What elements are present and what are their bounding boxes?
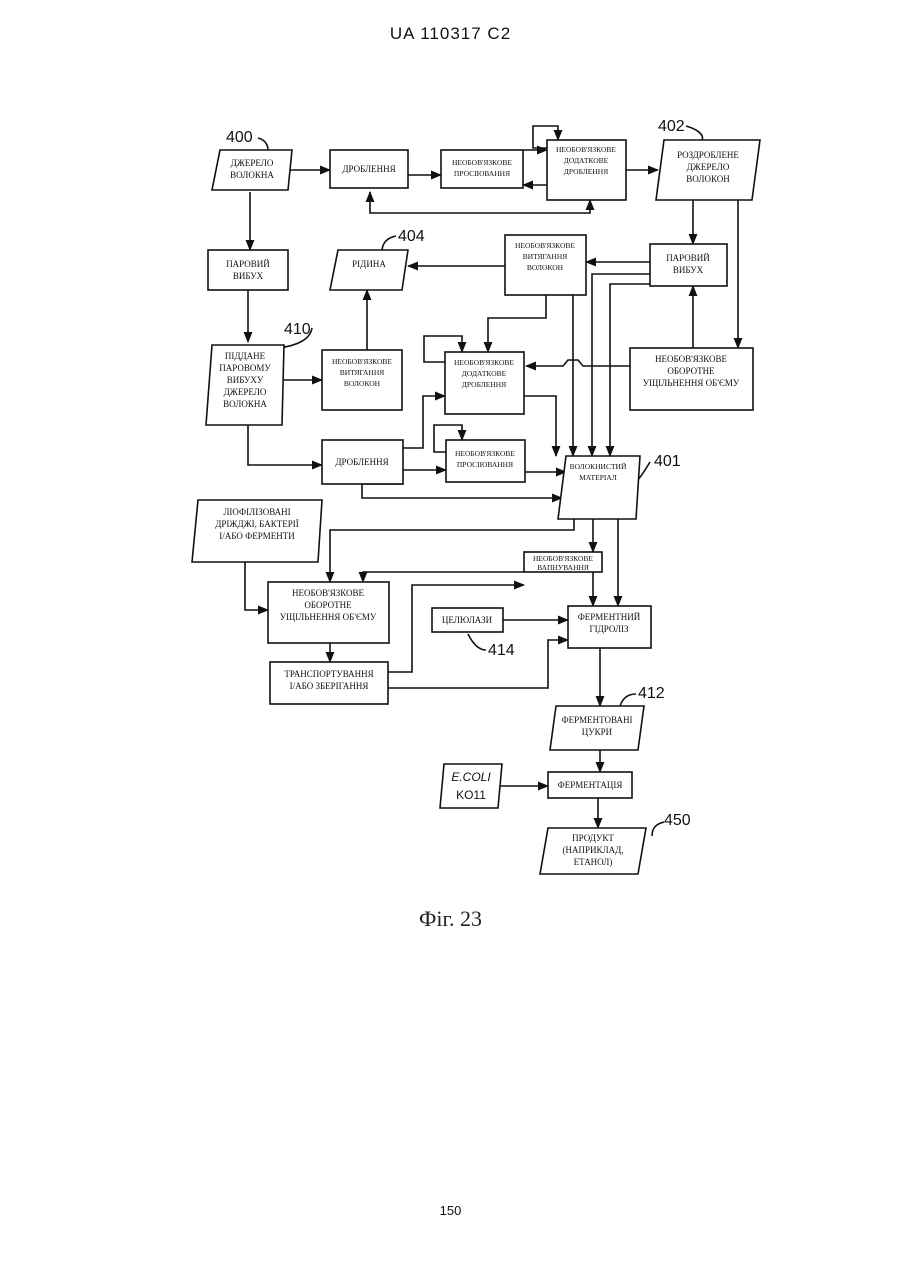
svg-text:ЕТАНОЛ): ЕТАНОЛ) <box>574 857 613 867</box>
svg-text:УЩІЛЬНЕННЯ ОБ'ЄМУ: УЩІЛЬНЕННЯ ОБ'ЄМУ <box>280 612 377 622</box>
ref-402: 402 <box>658 118 685 135</box>
node-steam-explosion-2: ПАРОВИЙ ВИБУХ <box>650 244 727 286</box>
svg-text:НЕОБОВ'ЯЗКОВЕ: НЕОБОВ'ЯЗКОВЕ <box>452 158 512 167</box>
svg-text:ДЖЕРЕЛО: ДЖЕРЕЛО <box>231 158 274 168</box>
node-optional-fiber-extraction-1: НЕОБОВ'ЯЗКОВЕ ВИТЯГАННЯ ВОЛОКОН <box>505 235 586 295</box>
svg-text:E.COLI: E.COLI <box>451 770 491 784</box>
svg-text:ВИБУХУ: ВИБУХУ <box>227 375 264 385</box>
svg-text:ВИТЯГАННЯ: ВИТЯГАННЯ <box>340 368 385 377</box>
figure-caption: Фіг. 23 <box>0 906 901 932</box>
node-transport-storage: ТРАНСПОРТУВАННЯ І/АБО ЗБЕРІГАННЯ <box>270 662 388 704</box>
ref-400: 400 <box>226 129 253 146</box>
svg-text:ДОДАТКОВЕ: ДОДАТКОВЕ <box>564 156 609 165</box>
svg-text:ДРОБЛЕННЯ: ДРОБЛЕННЯ <box>335 457 388 467</box>
ref-450: 450 <box>664 812 691 829</box>
svg-text:НЕОБОВ'ЯЗКОВЕ: НЕОБОВ'ЯЗКОВЕ <box>533 554 593 563</box>
svg-text:ФЕРМЕНТАЦІЯ: ФЕРМЕНТАЦІЯ <box>558 780 623 790</box>
svg-text:ЦУКРИ: ЦУКРИ <box>582 727 613 737</box>
ref-410: 410 <box>284 321 311 338</box>
node-steam-exploded-fiber-source: ПІДДАНЕ ПАРОВОМУ ВИБУХУ ДЖЕРЕЛО ВОЛОКНА <box>206 345 284 425</box>
node-milling-1: ДРОБЛЕННЯ <box>330 150 408 188</box>
svg-text:ДЖЕРЕЛО: ДЖЕРЕЛО <box>687 162 730 172</box>
ref-404: 404 <box>398 228 425 245</box>
svg-text:ВИБУХ: ВИБУХ <box>673 265 704 275</box>
svg-text:ОБОРОТНЕ: ОБОРОТНЕ <box>667 366 715 376</box>
svg-text:ВОЛОКНА: ВОЛОКНА <box>230 170 274 180</box>
node-lyophilized-agents: ЛІОФІЛІЗОВАНІ ДРІЖДЖІ, БАКТЕРІЇ І/АБО ФЕ… <box>192 500 322 562</box>
svg-text:НЕОБОВ'ЯЗКОВЕ: НЕОБОВ'ЯЗКОВЕ <box>292 588 365 598</box>
svg-text:ПРОСІЮВАННЯ: ПРОСІЮВАННЯ <box>454 169 510 178</box>
svg-text:ДРОБЛЕННЯ: ДРОБЛЕННЯ <box>462 380 506 389</box>
svg-text:ВОЛОКНИСТИЙ: ВОЛОКНИСТИЙ <box>570 462 627 471</box>
svg-text:ВИБУХ: ВИБУХ <box>233 271 264 281</box>
node-ecoli-ko11: E.COLI KO11 <box>440 764 502 808</box>
svg-text:НЕОБОВ'ЯЗКОВЕ: НЕОБОВ'ЯЗКОВЕ <box>454 358 514 367</box>
node-optional-fiber-extraction-2: НЕОБОВ'ЯЗКОВЕ ВИТЯГАННЯ ВОЛОКОН <box>322 350 402 410</box>
node-optional-screening-1: НЕОБОВ'ЯЗКОВЕ ПРОСІЮВАННЯ <box>441 150 523 188</box>
svg-text:ВАПНУВАННЯ: ВАПНУВАННЯ <box>537 563 589 572</box>
svg-text:І/АБО ФЕРМЕНТИ: І/АБО ФЕРМЕНТИ <box>219 531 295 541</box>
node-optional-densification-2: НЕОБОВ'ЯЗКОВЕ ОБОРОТНЕ УЩІЛЬНЕННЯ ОБ'ЄМУ <box>268 582 389 643</box>
svg-text:НЕОБОВ'ЯЗКОВЕ: НЕОБОВ'ЯЗКОВЕ <box>556 145 616 154</box>
node-liquid: РІДИНА <box>330 250 408 290</box>
node-enzymatic-hydrolysis: ФЕРМЕНТНИЙ ГІДРОЛІЗ <box>568 606 651 648</box>
svg-text:(НАПРИКЛАД,: (НАПРИКЛАД, <box>563 845 624 855</box>
svg-text:ДРОБЛЕННЯ: ДРОБЛЕННЯ <box>564 167 608 176</box>
svg-text:НЕОБОВ'ЯЗКОВЕ: НЕОБОВ'ЯЗКОВЕ <box>515 241 575 250</box>
svg-text:ВИТЯГАННЯ: ВИТЯГАННЯ <box>523 252 568 261</box>
node-steam-explosion-1: ПАРОВИЙ ВИБУХ <box>208 250 288 290</box>
node-optional-liming: НЕОБОВ'ЯЗКОВЕ ВАПНУВАННЯ <box>524 552 602 572</box>
svg-text:ВОЛОКОН: ВОЛОКОН <box>344 379 381 388</box>
svg-text:ДРІЖДЖІ, БАКТЕРІЇ: ДРІЖДЖІ, БАКТЕРІЇ <box>215 519 298 529</box>
svg-text:ПАРОВИЙ: ПАРОВИЙ <box>666 253 710 263</box>
node-source: ДЖЕРЕЛО ВОЛОКНА <box>212 150 292 190</box>
node-optional-screening-2: НЕОБОВ'ЯЗКОВЕ ПРОСІЮВАННЯ <box>446 440 525 482</box>
svg-text:ТРАНСПОРТУВАННЯ: ТРАНСПОРТУВАННЯ <box>284 669 373 679</box>
ref-401: 401 <box>654 453 681 470</box>
svg-text:ФЕРМЕНТНИЙ: ФЕРМЕНТНИЙ <box>578 612 641 622</box>
svg-text:ДЖЕРЕЛО: ДЖЕРЕЛО <box>224 387 267 397</box>
node-fibrous-material: ВОЛОКНИСТИЙ МАТЕРІАЛ <box>558 456 640 519</box>
svg-text:ОБОРОТНЕ: ОБОРОТНЕ <box>304 600 352 610</box>
svg-text:ЛІОФІЛІЗОВАНІ: ЛІОФІЛІЗОВАНІ <box>223 507 290 517</box>
node-optional-densification-1: НЕОБОВ'ЯЗКОВЕ ОБОРОТНЕ УЩІЛЬНЕННЯ ОБ'ЄМУ <box>630 348 753 410</box>
node-fermentation: ФЕРМЕНТАЦІЯ <box>548 772 632 798</box>
svg-text:УЩІЛЬНЕННЯ ОБ'ЄМУ: УЩІЛЬНЕННЯ ОБ'ЄМУ <box>643 378 740 388</box>
svg-text:ЦЕЛЮЛАЗИ: ЦЕЛЮЛАЗИ <box>442 615 493 625</box>
svg-text:ФЕРМЕНТОВАНІ: ФЕРМЕНТОВАНІ <box>562 715 633 725</box>
node-fermentable-sugars: ФЕРМЕНТОВАНІ ЦУКРИ <box>550 706 644 750</box>
svg-text:НЕОБОВ'ЯЗКОВЕ: НЕОБОВ'ЯЗКОВЕ <box>332 357 392 366</box>
node-milled-fiber-source: РОЗДРОБЛЕНЕ ДЖЕРЕЛО ВОЛОКОН <box>656 140 760 200</box>
svg-text:МАТЕРІАЛ: МАТЕРІАЛ <box>579 473 617 482</box>
svg-text:ДОДАТКОВЕ: ДОДАТКОВЕ <box>462 369 507 378</box>
svg-text:ПАРОВОМУ: ПАРОВОМУ <box>219 363 271 373</box>
svg-text:РІДИНА: РІДИНА <box>352 259 386 269</box>
svg-text:KO11: KO11 <box>456 788 486 802</box>
svg-text:РОЗДРОБЛЕНЕ: РОЗДРОБЛЕНЕ <box>677 150 739 160</box>
svg-text:ПАРОВИЙ: ПАРОВИЙ <box>226 259 270 269</box>
svg-text:ВОЛОКОН: ВОЛОКОН <box>686 174 730 184</box>
svg-text:НЕОБОВ'ЯЗКОВЕ: НЕОБОВ'ЯЗКОВЕ <box>455 449 515 458</box>
svg-text:ПРОДУКТ: ПРОДУКТ <box>572 833 614 843</box>
node-optional-additional-milling-2: НЕОБОВ'ЯЗКОВЕ ДОДАТКОВЕ ДРОБЛЕННЯ <box>445 352 524 414</box>
svg-text:ПРОСІЮВАННЯ: ПРОСІЮВАННЯ <box>457 460 513 469</box>
svg-text:ВОЛОКНА: ВОЛОКНА <box>223 399 267 409</box>
node-cellulases: ЦЕЛЮЛАЗИ <box>432 608 503 632</box>
svg-text:ВОЛОКОН: ВОЛОКОН <box>527 263 564 272</box>
svg-text:ПІДДАНЕ: ПІДДАНЕ <box>225 351 266 361</box>
node-product: ПРОДУКТ (НАПРИКЛАД, ЕТАНОЛ) <box>540 828 646 874</box>
svg-text:ДРОБЛЕННЯ: ДРОБЛЕННЯ <box>342 164 395 174</box>
node-milling-2: ДРОБЛЕННЯ <box>322 440 403 484</box>
svg-text:І/АБО ЗБЕРІГАННЯ: І/АБО ЗБЕРІГАННЯ <box>290 681 369 691</box>
svg-text:НЕОБОВ'ЯЗКОВЕ: НЕОБОВ'ЯЗКОВЕ <box>655 354 728 364</box>
page-number: 150 <box>0 1203 901 1218</box>
node-optional-additional-milling-1: НЕОБОВ'ЯЗКОВЕ ДОДАТКОВЕ ДРОБЛЕННЯ <box>547 140 626 200</box>
ref-412: 412 <box>638 685 665 702</box>
svg-text:ГІДРОЛІЗ: ГІДРОЛІЗ <box>589 624 629 634</box>
ref-414: 414 <box>488 642 515 659</box>
